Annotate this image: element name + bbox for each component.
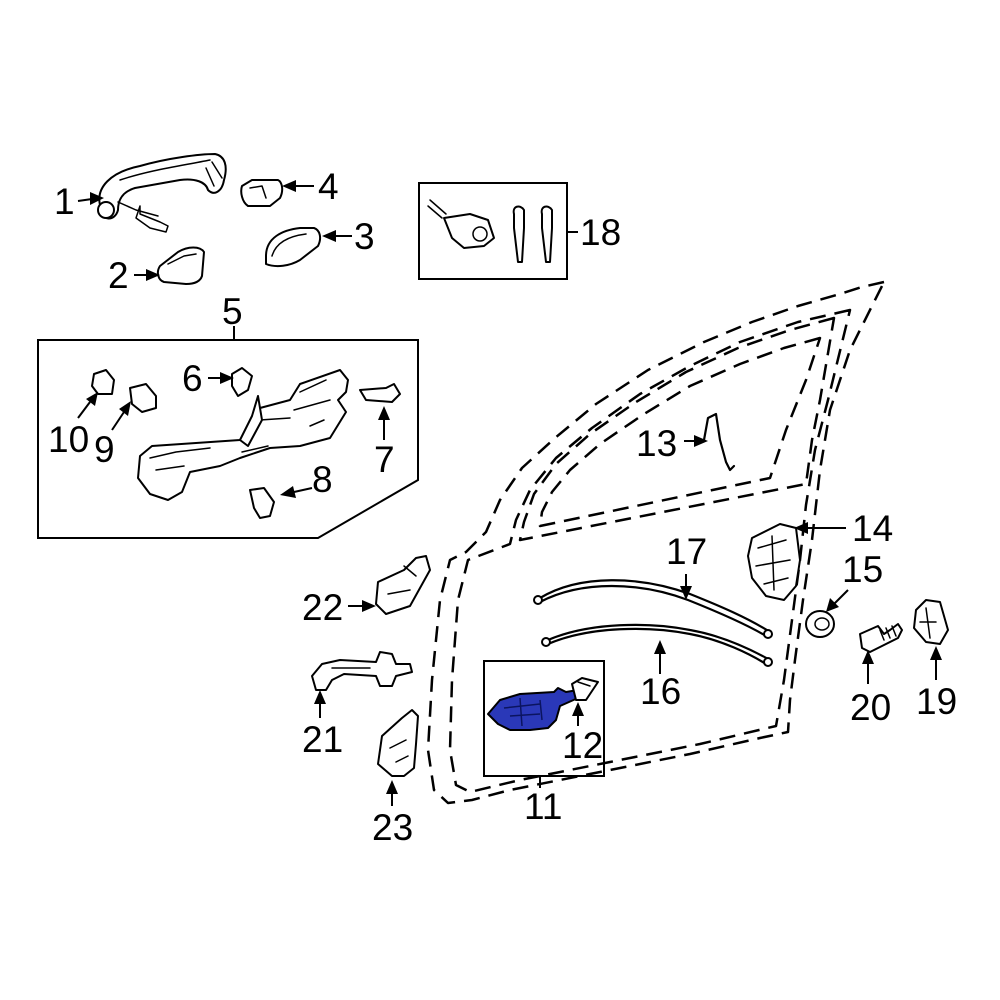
part-15-grommet (805, 610, 835, 638)
door-outline (426, 280, 886, 805)
part-18-cylinder-box (418, 182, 568, 280)
part-5-frame-box (37, 339, 419, 539)
callout-14: 14 (852, 508, 893, 549)
part-14-door-lock (747, 523, 801, 601)
leader-lines (77, 180, 942, 806)
callout-23: 23 (372, 807, 413, 848)
callout-labels: 1 2 3 4 5 6 7 8 9 10 11 12 13 14 15 16 1… (48, 166, 957, 848)
callout-15: 15 (842, 549, 883, 590)
callout-10: 10 (48, 419, 89, 460)
callout-1: 1 (54, 181, 75, 222)
part-11-inside-handle-box (483, 660, 605, 777)
part-11-inside-handle-highlight (487, 687, 579, 731)
callout-2: 2 (108, 255, 129, 296)
part-3-handle-cover (265, 227, 322, 268)
callout-6: 6 (182, 358, 203, 399)
part-22-hinge (375, 555, 431, 615)
callout-20: 20 (850, 687, 891, 728)
callout-22: 22 (302, 587, 343, 628)
part-21-door-check (311, 651, 413, 691)
part-2-handle-cap (156, 246, 205, 285)
part-12-cover (571, 677, 599, 701)
callout-4: 4 (318, 166, 339, 207)
callout-13: 13 (636, 423, 677, 464)
callout-11: 11 (524, 786, 562, 827)
part-1-outside-handle (97, 153, 227, 233)
callout-8: 8 (312, 459, 333, 500)
part-13-lock-rod (702, 412, 736, 472)
callout-9: 9 (94, 429, 115, 470)
part-19-striker (913, 599, 949, 645)
callout-3: 3 (354, 216, 375, 257)
callout-19: 19 (916, 681, 957, 722)
callout-17: 17 (666, 531, 707, 572)
callout-16: 16 (640, 671, 681, 712)
callout-12: 12 (562, 725, 603, 766)
part-20-bolt (859, 623, 903, 653)
callout-5: 5 (222, 291, 243, 332)
part-16-cable (541, 623, 773, 667)
part-4-key-cover (240, 179, 284, 207)
callout-21: 21 (302, 719, 343, 760)
part-23-lower-hinge (377, 709, 419, 777)
callout-7: 7 (374, 439, 395, 480)
callout-18: 18 (580, 212, 621, 253)
